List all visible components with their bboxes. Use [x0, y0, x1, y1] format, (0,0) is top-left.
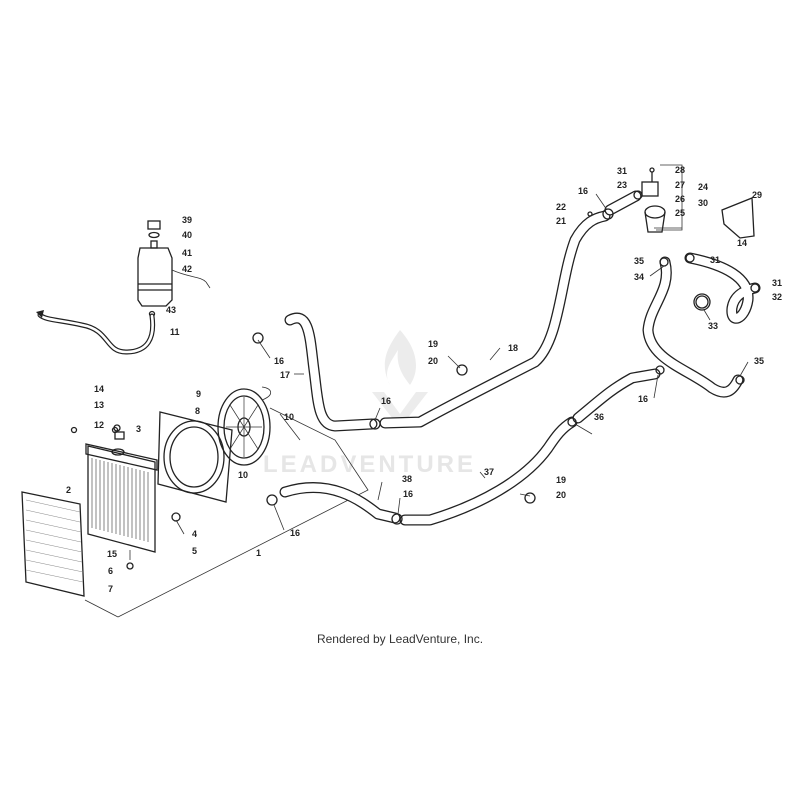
- callout-8: 8: [195, 406, 200, 416]
- hose-clamp-33: [693, 293, 711, 311]
- radiator-shroud: [21, 491, 85, 597]
- callout-10b: 10: [238, 470, 248, 480]
- callout-36: 36: [594, 412, 604, 422]
- callout-30: 30: [698, 198, 708, 208]
- callout-9: 9: [196, 389, 201, 399]
- cooling-fan: [217, 386, 272, 466]
- callout-43: 43: [166, 305, 176, 315]
- callout-25: 25: [675, 208, 685, 218]
- assembly-outline: [84, 407, 369, 618]
- callout-40: 40: [182, 230, 192, 240]
- callout-20a: 20: [428, 356, 438, 366]
- thermostat-housing: [641, 167, 666, 233]
- callout-7: 7: [108, 584, 113, 594]
- callout-16a: 16: [274, 356, 284, 366]
- callout-16c: 16: [403, 489, 413, 499]
- hose-clamps: [70, 190, 760, 525]
- callout-37: 37: [484, 467, 494, 477]
- hose-32: [684, 252, 761, 324]
- hose-37: [399, 416, 578, 526]
- callout-16b: 16: [381, 396, 391, 406]
- callout-38: 38: [402, 474, 412, 484]
- callout-18: 18: [508, 343, 518, 353]
- callout-14b: 14: [737, 238, 747, 248]
- callout-27: 27: [675, 180, 685, 190]
- callout-35a: 35: [634, 256, 644, 266]
- callout-23: 23: [617, 180, 627, 190]
- callout-2: 2: [66, 485, 71, 495]
- callout-11: 11: [170, 327, 180, 337]
- callout-22: 22: [556, 202, 566, 212]
- hose-36: [572, 368, 661, 424]
- mount-bracket: [721, 197, 755, 239]
- callout-4: 4: [192, 529, 197, 539]
- callout-14a: 14: [94, 384, 104, 394]
- callout-26: 26: [675, 194, 685, 204]
- callout-6: 6: [108, 566, 113, 576]
- callout-31b: 31: [710, 255, 720, 265]
- callout-21: 21: [556, 216, 566, 226]
- callout-29: 29: [752, 190, 762, 200]
- callout-17: 17: [280, 370, 290, 380]
- callout-16d: 16: [290, 528, 300, 538]
- callout-1: 1: [256, 548, 261, 558]
- callout-5: 5: [192, 546, 197, 556]
- watermark-text: LEADVENTURE: [263, 451, 476, 478]
- callout-16f: 16: [638, 394, 648, 404]
- callout-41: 41: [182, 248, 192, 258]
- callout-35b: 35: [754, 356, 764, 366]
- callout-39: 39: [182, 215, 192, 225]
- callout-labels: 1 2 3 4 5 6 7 8 9 10 10 11 12 13 14 14 1…: [66, 165, 782, 594]
- hose-18: [379, 210, 611, 429]
- callout-42: 42: [182, 264, 192, 274]
- callout-12: 12: [94, 420, 104, 430]
- watermark-logo: LEADVENTURE: [263, 330, 476, 478]
- callout-13: 13: [94, 400, 104, 410]
- footer-credit: Rendered by LeadVenture, Inc.: [316, 632, 484, 646]
- callout-34: 34: [634, 272, 644, 282]
- callout-3: 3: [136, 424, 141, 434]
- fan-shroud: [157, 411, 233, 503]
- callout-24: 24: [698, 182, 708, 192]
- callout-19a: 19: [428, 339, 438, 349]
- callout-15: 15: [107, 549, 117, 559]
- callout-16e: 16: [578, 186, 588, 196]
- hose-17: [284, 312, 378, 432]
- leader-lines: [129, 164, 749, 560]
- radiator: [85, 424, 181, 570]
- callout-33: 33: [708, 321, 718, 331]
- callout-10a: 10: [284, 412, 294, 422]
- callout-32: 32: [772, 292, 782, 302]
- hose-23: [604, 190, 642, 216]
- callout-31a: 31: [617, 166, 627, 176]
- callout-19b: 19: [556, 475, 566, 485]
- callout-20b: 20: [556, 490, 566, 500]
- hose-34: [642, 256, 744, 398]
- coolant-reservoir: [36, 220, 211, 355]
- callout-28: 28: [675, 165, 685, 175]
- hose-38: [279, 482, 401, 524]
- callout-31c: 31: [772, 278, 782, 288]
